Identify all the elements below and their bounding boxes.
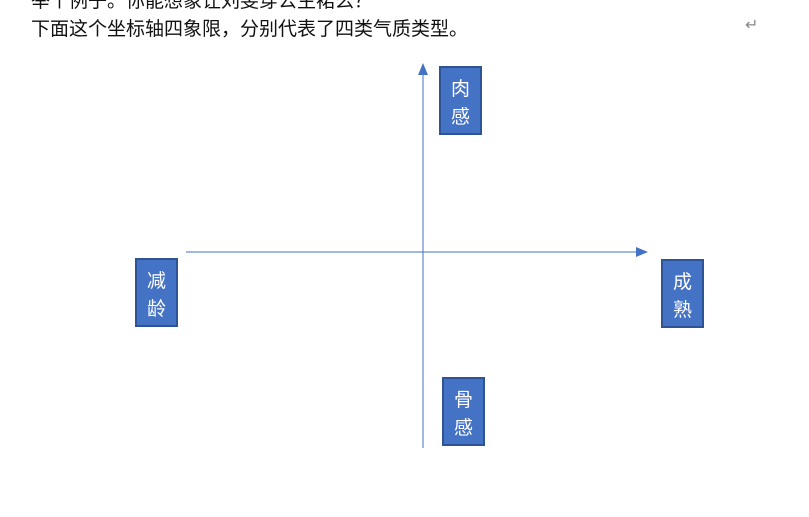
text-line-1: 举个例子。你能想象让刘雯穿公主裙么？: [31, 0, 374, 12]
box-top[interactable]: 肉 感: [439, 66, 482, 135]
box-left[interactable]: 减 龄: [135, 258, 178, 327]
box-bottom-char-1: 骨: [453, 389, 473, 411]
paragraph-mark: ↵: [745, 15, 759, 34]
box-left-char-1: 减: [146, 270, 166, 292]
y-axis-arrow: [418, 63, 428, 75]
text-line-2: 下面这个坐标轴四象限，分别代表了四类气质类型。: [31, 18, 469, 40]
box-right-char-1: 成: [672, 271, 692, 293]
box-top-char-1: 肉: [450, 78, 470, 100]
x-axis-arrow: [636, 247, 648, 257]
box-bottom-char-2: 感: [453, 417, 473, 439]
box-top-char-2: 感: [450, 106, 470, 128]
box-bottom[interactable]: 骨 感: [442, 377, 485, 446]
box-right[interactable]: 成 熟: [661, 259, 704, 328]
box-right-char-2: 熟: [672, 299, 692, 321]
box-left-char-2: 龄: [146, 298, 166, 320]
